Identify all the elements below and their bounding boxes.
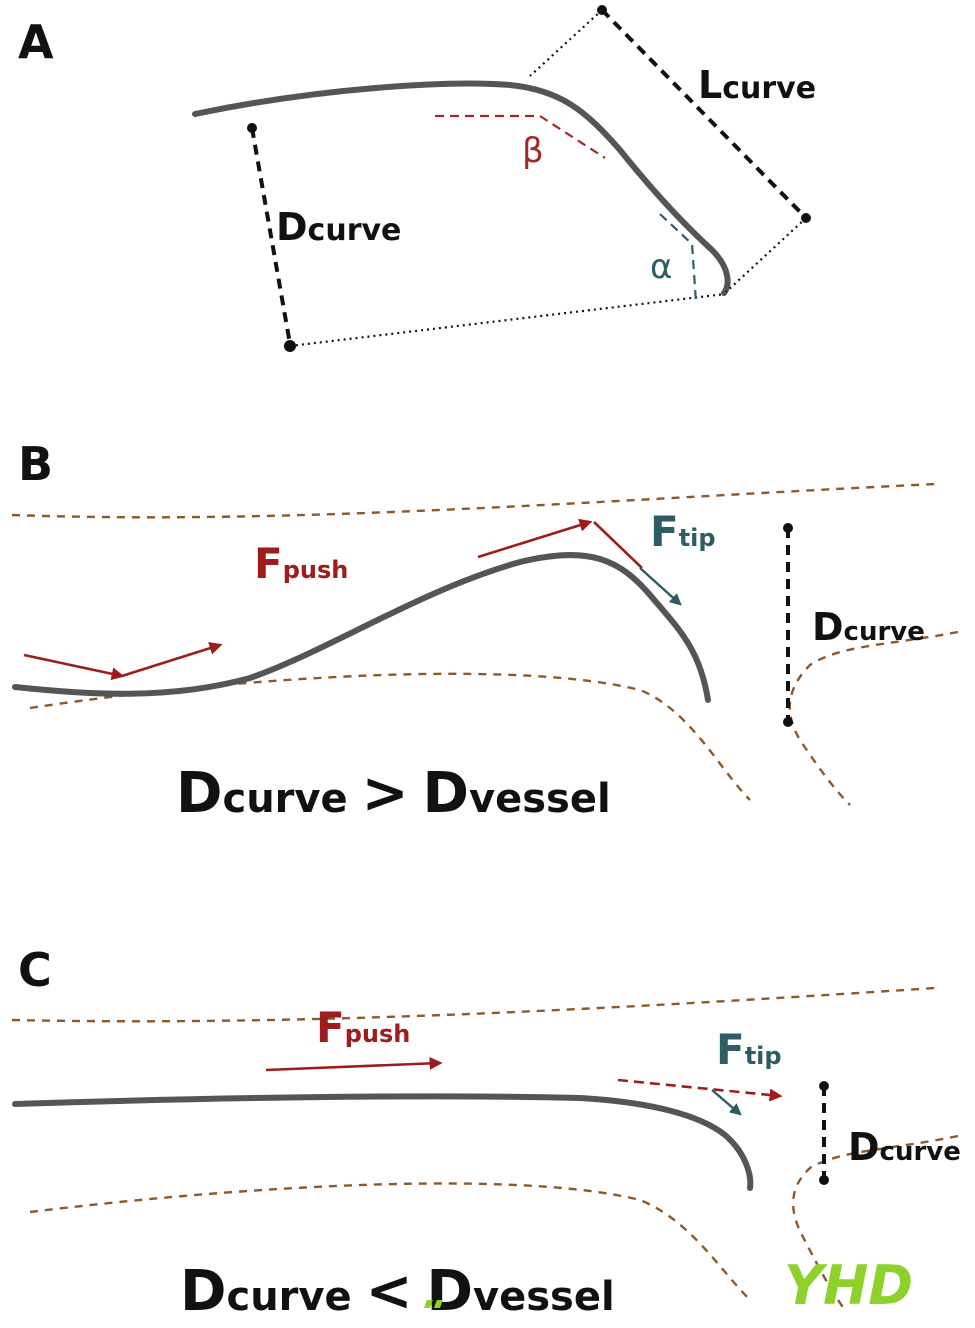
panel-a-alpha-label: α [650, 247, 672, 287]
panel-c-d-curve-endpoint-bottom [819, 1175, 829, 1185]
panel-a-d-curve-label: Dcurve [276, 205, 401, 249]
panel-c-tip-arrow [711, 1089, 742, 1116]
panel-b-f-tip-label: Ftip [650, 507, 716, 556]
panel-b-comparison: Dcurve>Dvessel [176, 761, 611, 826]
panel-c: C Fpush Ftip Dcurve Dcurve<Dvessel [11, 943, 961, 1324]
panel-b-vessel-upper-wall [11, 482, 936, 519]
panel-c-d-curve-endpoint-top [819, 1081, 829, 1091]
panel-c-vessel-branch-wall [791, 1134, 959, 1311]
panel-b: B Fpush Ftip Dcurve Dcurve>Dvessel [11, 437, 959, 826]
yhd-logo-mark-2 [433, 1300, 443, 1308]
panel-c-vessel-lower-wall [29, 1182, 751, 1301]
panel-b-d-curve-label: Dcurve [812, 605, 925, 649]
panel-a-l-curve-dimension [600, 8, 808, 220]
panel-a: A Lcurve Dcurve β α [18, 5, 816, 352]
panel-a-baseline [289, 292, 726, 348]
panel-b-vessel-branch-wall [788, 630, 959, 806]
panel-b-push-arrow-4 [593, 521, 643, 569]
panel-a-l-curve-extension-bottom [725, 217, 807, 293]
panel-c-f-push-label: Fpush [316, 1003, 410, 1052]
panel-b-d-curve-endpoint-bottom [783, 717, 793, 727]
yhd-logo-text: YHD [784, 1254, 913, 1317]
panel-a-beta-label: β [522, 131, 544, 171]
panel-b-f-push-label: Fpush [254, 539, 348, 588]
panel-c-d-curve-label: Dcurve [848, 1125, 961, 1169]
panel-b-push-arrow-3 [477, 518, 593, 559]
panel-c-letter: C [18, 943, 52, 997]
panel-c-catheter-wire [12, 1093, 754, 1191]
panel-b-push-arrow-1 [23, 653, 125, 681]
panel-b-tip-arrow [639, 567, 682, 606]
panel-c-comparison: Dcurve<Dvessel [180, 1259, 615, 1324]
panel-a-l-curve-extension-top [529, 9, 603, 77]
panel-a-beta-angle [435, 114, 606, 159]
panel-c-push-tip-arrow [617, 1078, 783, 1102]
panel-c-vessel-upper-wall [11, 986, 936, 1023]
panel-a-d-curve-endpoint-top [247, 123, 257, 133]
yhd-logo: YHD [423, 1254, 913, 1317]
panel-c-push-arrow [265, 1056, 443, 1072]
panel-b-d-curve-endpoint-top [783, 523, 793, 533]
panel-b-push-arrow-2 [121, 641, 223, 678]
panel-a-catheter-wire [192, 80, 731, 296]
panel-b-catheter-wire [12, 552, 711, 703]
yhd-logo-mark-1 [423, 1300, 433, 1308]
panel-a-alpha-angle [659, 213, 698, 303]
panel-a-d-curve-dimension [250, 127, 292, 345]
panel-b-letter: B [18, 437, 53, 491]
panel-a-letter: A [18, 15, 54, 69]
panel-a-l-curve-label: Lcurve [698, 63, 816, 107]
panel-c-f-tip-label: Ftip [716, 1025, 782, 1074]
